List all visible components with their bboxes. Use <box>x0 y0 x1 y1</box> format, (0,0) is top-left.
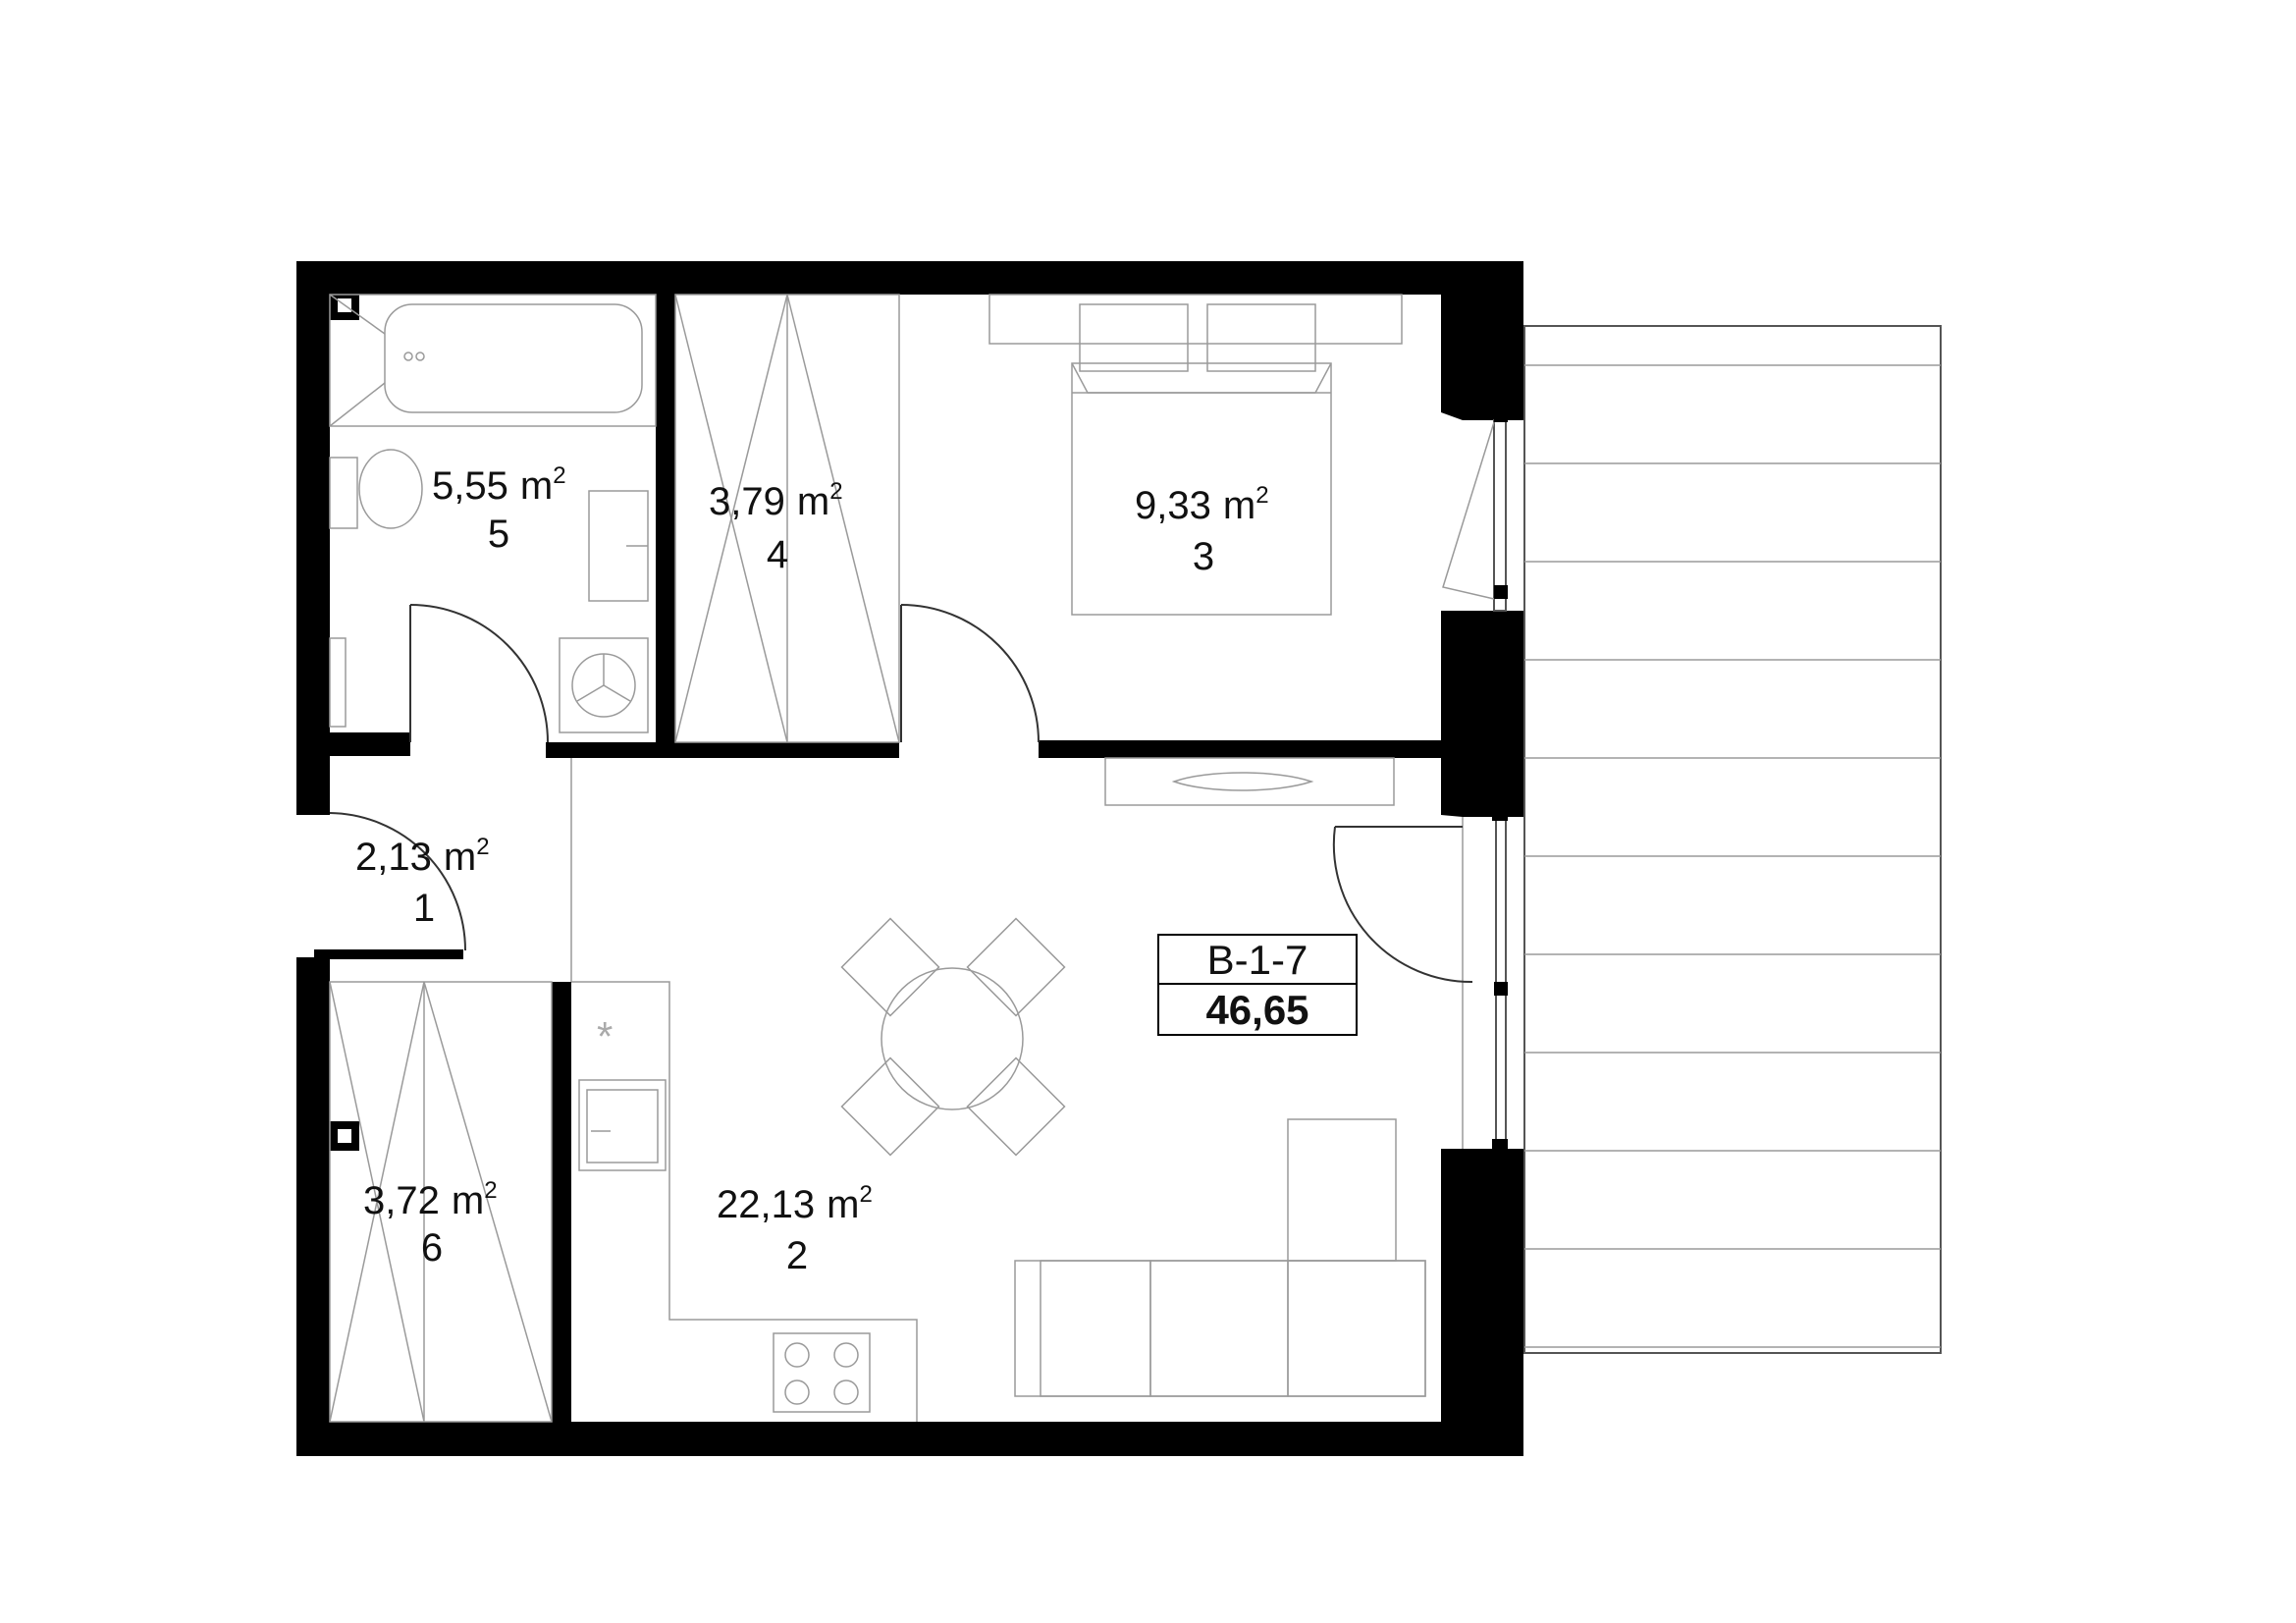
terrace <box>1523 325 1942 1354</box>
room-4-number: 4 <box>767 533 788 576</box>
exterior-walls <box>296 261 1523 1456</box>
room-5-number: 5 <box>488 513 509 556</box>
wardrobe-room-4 <box>674 294 900 743</box>
unit-total-area: 46,65 <box>1205 987 1308 1033</box>
terrace-boards <box>1524 364 1941 1348</box>
interior-walls <box>314 291 1441 1422</box>
svg-text:*: * <box>597 1013 613 1059</box>
doors <box>316 421 1495 984</box>
room-3-number: 3 <box>1193 535 1214 578</box>
room-6-number: 6 <box>421 1226 443 1270</box>
windows <box>1462 408 1508 1153</box>
unit-code: B-1-7 <box>1207 937 1308 983</box>
bathroom-fixtures <box>329 294 657 733</box>
room-1-number: 1 <box>413 887 435 930</box>
room-2-number: 2 <box>786 1234 808 1277</box>
living-room-furniture: * <box>571 757 1426 1422</box>
closet-room-6 <box>329 758 572 1423</box>
unit-label: B-1-7 46,65 <box>1157 934 1358 1036</box>
bed <box>988 294 1403 616</box>
